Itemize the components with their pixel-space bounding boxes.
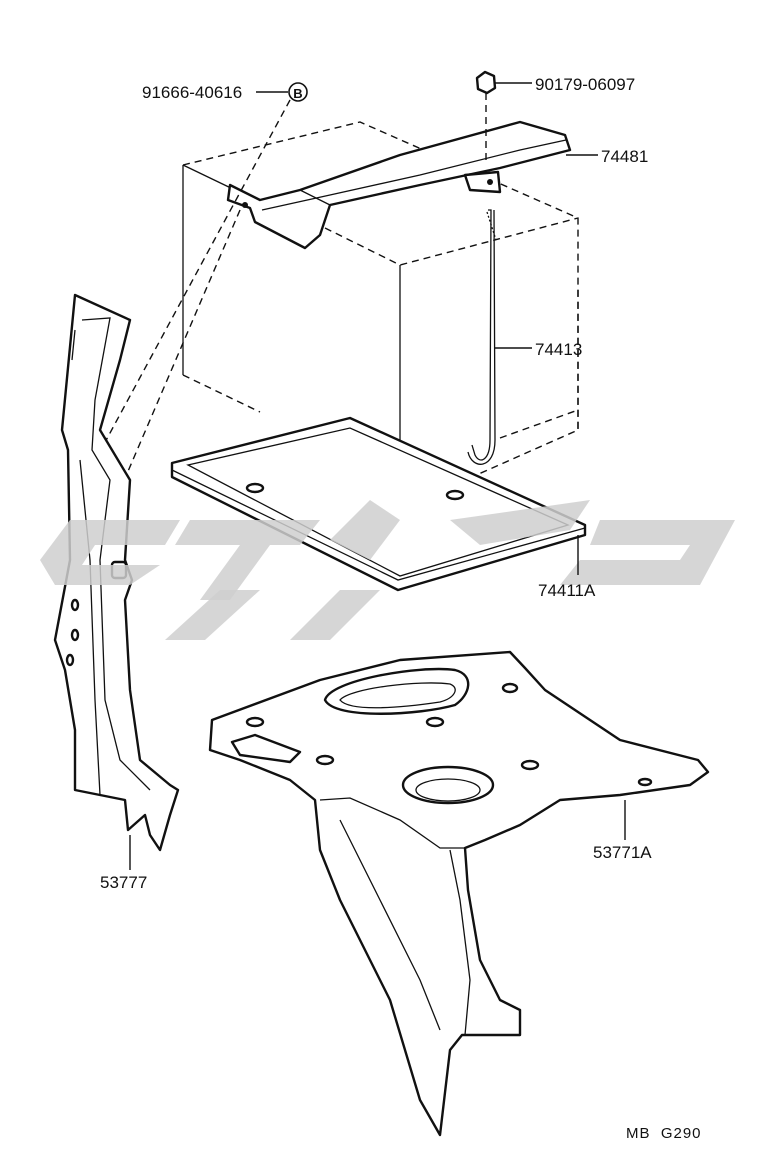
battery-tray-drawing [170,416,587,592]
part-label-53777: 53777 [100,873,147,892]
part-label-74411a: 74411A [538,581,596,600]
bolt-marker: B [288,82,308,102]
nut-drawing [475,70,497,160]
battery-phantom [182,121,579,501]
part-label-53771a: 53771A [593,843,652,862]
battery-carrier-drawing [208,650,710,1137]
battery-rod-drawing [467,209,497,465]
part-label-90179-06097: 90179-06097 [535,75,635,94]
part-label-91666-40616: 91666-40616 [142,83,242,102]
part-label-74413: 74413 [535,340,582,359]
clamp-leader [119,209,241,491]
part-label-74481: 74481 [601,147,648,166]
drawing-code: MB G290 [626,1125,702,1142]
watermark-logo [40,500,735,640]
bolt-leader [89,99,291,471]
battery-clamp-drawing [226,120,572,250]
svg-text:B: B [293,86,302,101]
